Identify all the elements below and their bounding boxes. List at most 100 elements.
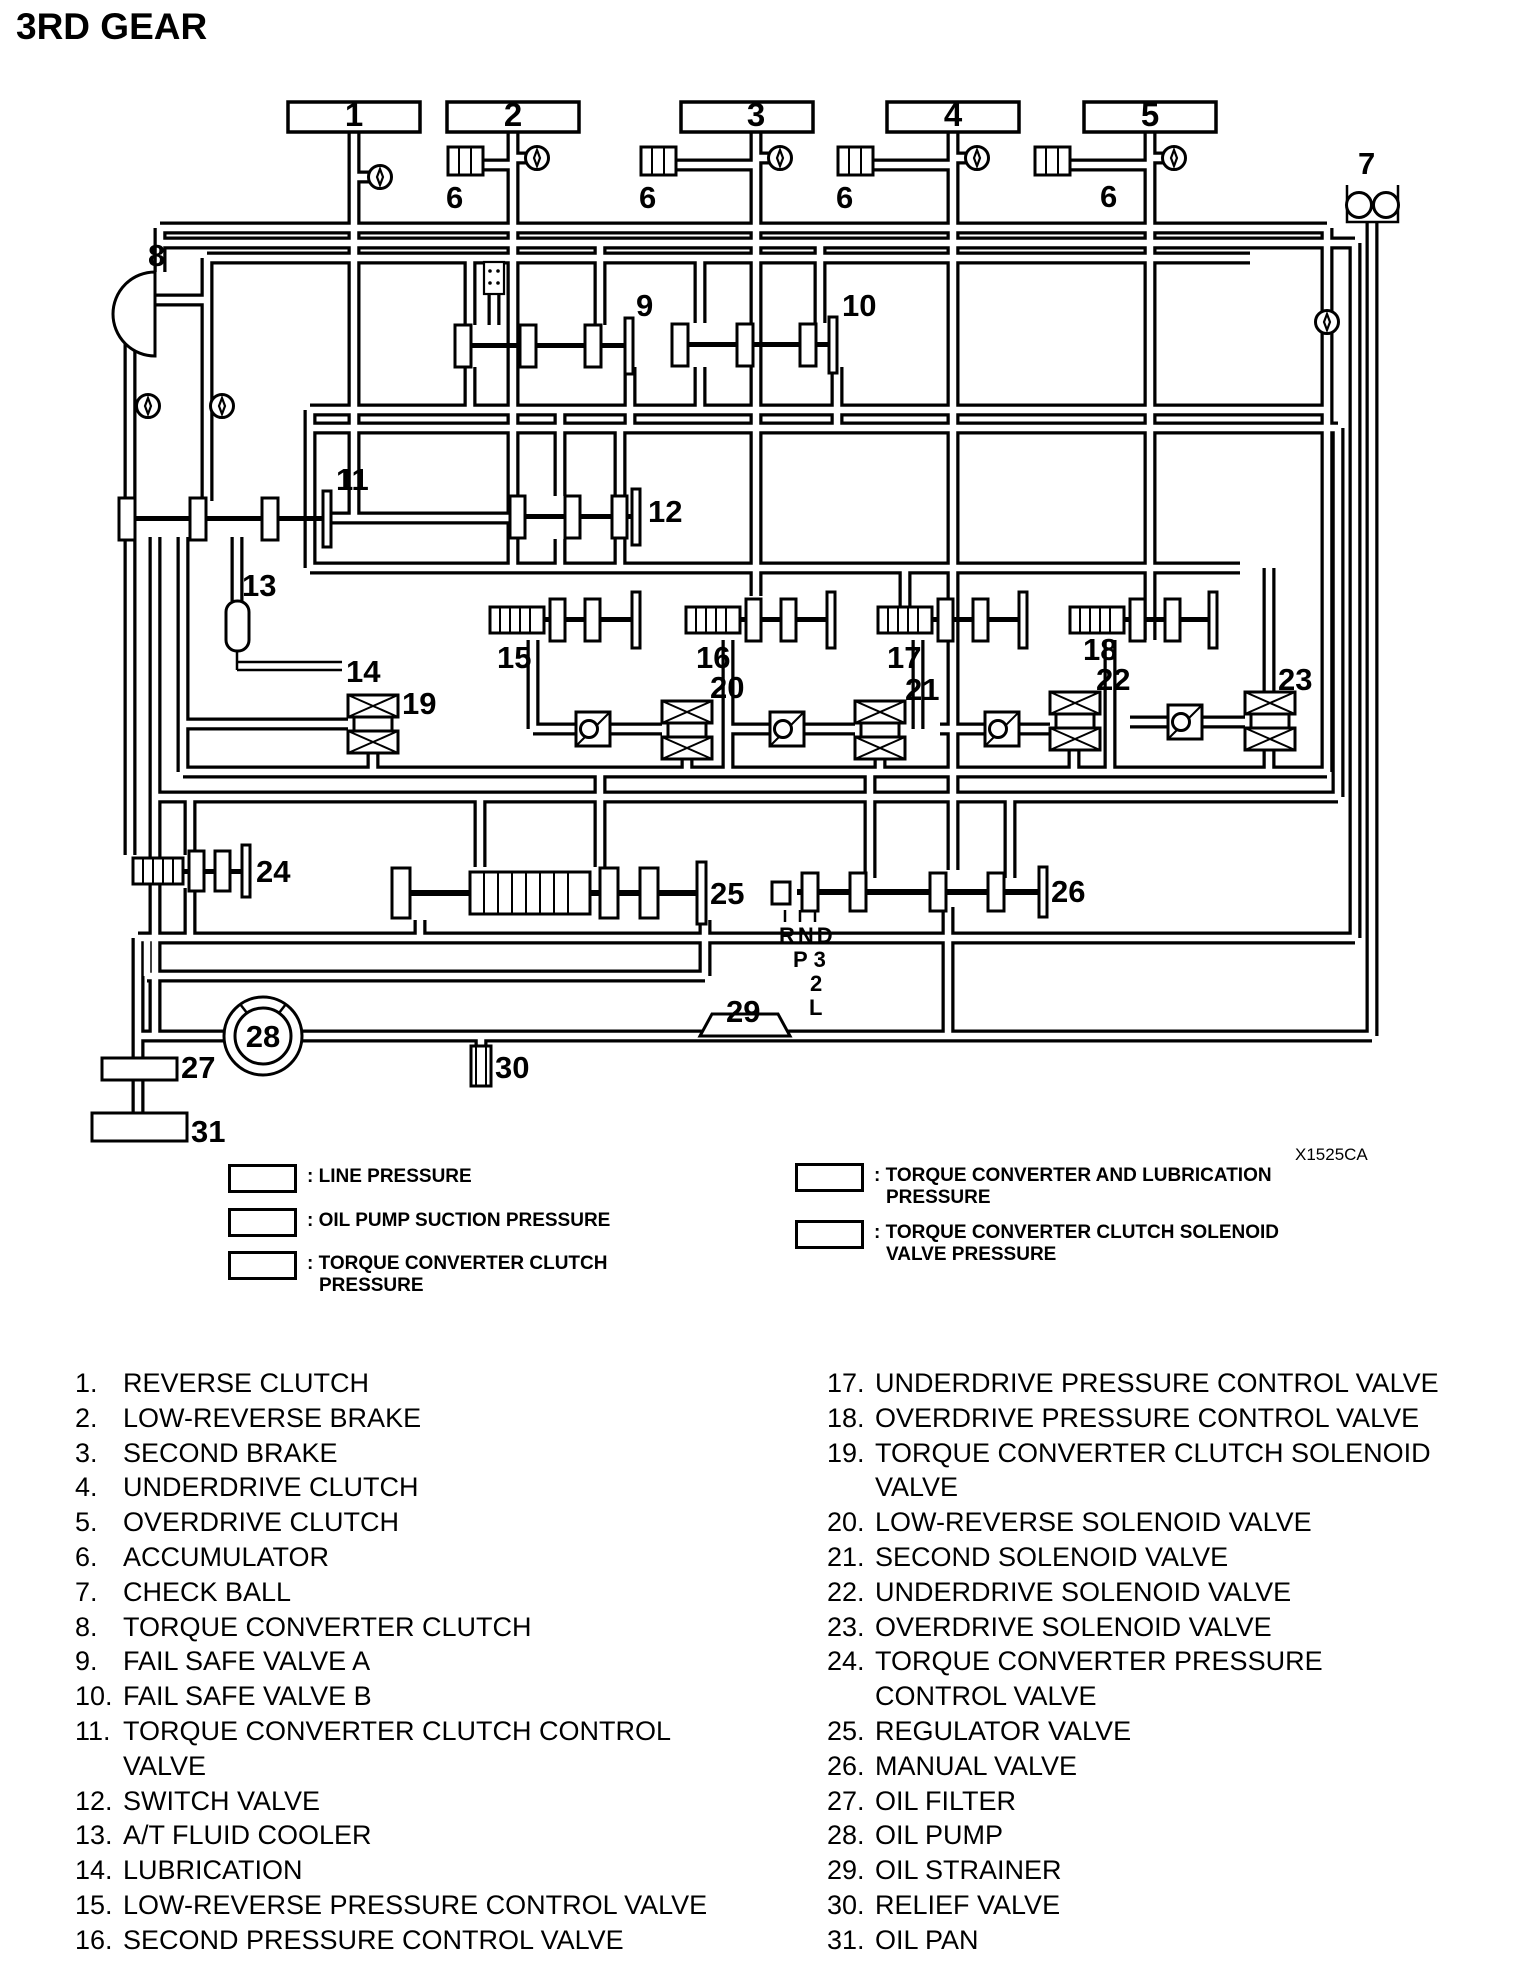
legend-box — [795, 1163, 864, 1192]
callout-13: 13 — [242, 568, 276, 603]
manual-valve — [770, 865, 1049, 922]
list-item: 4.UNDERDRIVE CLUTCH — [75, 1472, 419, 1503]
overdrive-clutch-box — [1082, 100, 1218, 134]
callout-20: 20 — [710, 670, 744, 705]
callout-10: 10 — [842, 288, 876, 323]
fail-safe-valve-b — [670, 315, 839, 375]
list-item: 19.TORQUE CONVERTER CLUTCH SOLENOID VALV… — [827, 1437, 1431, 1503]
reverse-clutch-box — [286, 100, 422, 134]
callout-6d: 6 — [1100, 179, 1117, 214]
list-item: 21.SECOND SOLENOID VALVE — [827, 1541, 1229, 1572]
solenoid-filter-icon — [482, 260, 506, 296]
list-item: 9.FAIL SAFE VALVE A — [75, 1646, 371, 1677]
callout-24: 24 — [256, 854, 291, 889]
list-item: 6.ACCUMULATOR — [75, 1541, 330, 1572]
list-item: 22.UNDERDRIVE SOLENOID VALVE — [827, 1576, 1292, 1607]
parts-list-right: 17.UNDERDRIVE PRESSURE CONTROL VALVE 18.… — [827, 1366, 1453, 1958]
list-item: 11.TORQUE CONVERTER CLUTCH CONTROL VALVE — [75, 1715, 671, 1781]
callout-22: 22 — [1096, 662, 1130, 697]
callout-6c: 6 — [836, 180, 853, 215]
callout-8: 8 — [148, 238, 165, 273]
list-item: 10.FAIL SAFE VALVE B — [75, 1681, 372, 1712]
oil-strainer-symbol — [697, 1012, 793, 1038]
list-item: 20.LOW-REVERSE SOLENOID VALVE — [827, 1507, 1312, 1538]
underdrive-clutch-box — [885, 100, 1021, 134]
callout-7: 7 — [1358, 146, 1375, 181]
callout-9: 9 — [636, 288, 653, 323]
low-reverse-pcv — [488, 590, 642, 650]
list-item: 24.TORQUE CONVERTER PRESSURE CONTROL VAL… — [827, 1646, 1323, 1712]
list-item: 3.SECOND BRAKE — [75, 1437, 338, 1468]
list-item: 30.RELIEF VALVE — [827, 1889, 1061, 1920]
list-item: 29.OIL STRAINER — [827, 1855, 1062, 1886]
list-item: 5.OVERDRIVE CLUTCH — [75, 1507, 400, 1538]
callout-27: 27 — [181, 1050, 215, 1085]
low-reverse-brake-box — [445, 100, 581, 134]
callout-25: 25 — [710, 876, 744, 911]
list-item: 15.LOW-REVERSE PRESSURE CONTROL VALVE — [75, 1889, 708, 1920]
list-item: 26.MANUAL VALVE — [827, 1750, 1078, 1781]
legend-box — [228, 1208, 297, 1237]
list-item: 16.SECOND PRESSURE CONTROL VALVE — [75, 1924, 624, 1955]
callout-26: 26 — [1051, 874, 1085, 909]
fail-safe-valve-a — [453, 316, 635, 376]
tcc-solenoid-valve — [346, 693, 400, 755]
callout-16: 16 — [696, 640, 730, 675]
callout-6a: 6 — [446, 180, 463, 215]
list-item: 2.LOW-REVERSE BRAKE — [75, 1402, 422, 1433]
fluid-cooler-symbol — [224, 599, 251, 653]
gear-rnd: RND — [779, 923, 836, 948]
box-label-5: 5 — [1141, 96, 1159, 133]
callout-21: 21 — [905, 672, 939, 707]
overdrive-solenoid-valve — [1243, 690, 1297, 752]
callout-11: 11 — [336, 462, 369, 497]
parts-list-left: 1.REVERSE CLUTCH 2.LOW-REVERSE BRAKE 3.S… — [75, 1366, 723, 1958]
list-item: 31.OIL PAN — [827, 1924, 979, 1955]
gear-2: 2 — [810, 971, 822, 996]
torque-converter-clutch-symbol — [111, 270, 157, 358]
callout-14: 14 — [346, 654, 381, 689]
gear-l: L — [809, 995, 822, 1020]
list-item: 14.LUBRICATION — [75, 1855, 303, 1886]
overdrive-pcv — [1068, 590, 1219, 650]
list-item: 23.OVERDRIVE SOLENOID VALVE — [827, 1611, 1272, 1642]
list-item: 28.OIL PUMP — [827, 1820, 1004, 1851]
oil-filter-symbol — [100, 1056, 179, 1082]
second-pcv — [684, 590, 837, 650]
callout-6b: 6 — [639, 180, 656, 215]
low-reverse-solenoid-valve — [660, 699, 714, 761]
hydraulic-diagram: 1 2 3 4 5 6 6 6 6 7 8 9 10 11 12 13 14 1… — [90, 96, 1400, 1164]
legend-line-pressure: : LINE PRESSURE — [228, 1164, 472, 1193]
legend-box — [228, 1251, 297, 1280]
list-item: 7.CHECK BALL — [75, 1576, 292, 1607]
list-item: 17.UNDERDRIVE PRESSURE CONTROL VALVE — [827, 1368, 1439, 1398]
oil-pump-symbol — [222, 995, 304, 1077]
legend-oil-pump-suction: : OIL PUMP SUCTION PRESSURE — [228, 1208, 610, 1237]
callout-18: 18 — [1083, 632, 1117, 667]
box-label-4: 4 — [944, 96, 963, 133]
callout-28: 28 — [246, 1019, 280, 1054]
list-item: 27.OIL FILTER — [827, 1785, 1017, 1816]
list-item: 25.REGULATOR VALVE — [827, 1715, 1132, 1746]
oil-pan-symbol — [90, 1111, 189, 1143]
check-ball-icons — [135, 145, 1340, 419]
callout-30: 30 — [495, 1050, 529, 1085]
lubrication-lines — [235, 651, 342, 672]
list-item: 18.OVERDRIVE PRESSURE CONTROL VALVE — [827, 1402, 1420, 1433]
list-item: 13.A/T FLUID COOLER — [75, 1820, 372, 1851]
accumulator-symbols — [446, 145, 1072, 177]
ball-box-icons — [574, 703, 1204, 748]
page-title: 3RD GEAR — [16, 6, 208, 47]
list-item: 8.TORQUE CONVERTER CLUTCH — [75, 1611, 532, 1642]
tc-pressure-control-valve — [131, 843, 252, 899]
callout-17: 17 — [887, 640, 921, 675]
gear-p3: P3 — [793, 947, 832, 972]
second-brake-box — [679, 100, 815, 134]
legend-box — [228, 1164, 297, 1193]
callout-23: 23 — [1278, 662, 1312, 697]
box-label-3: 3 — [747, 96, 765, 133]
box-label-1: 1 — [345, 96, 363, 133]
callout-31: 31 — [191, 1114, 225, 1149]
legend-box — [795, 1220, 864, 1249]
